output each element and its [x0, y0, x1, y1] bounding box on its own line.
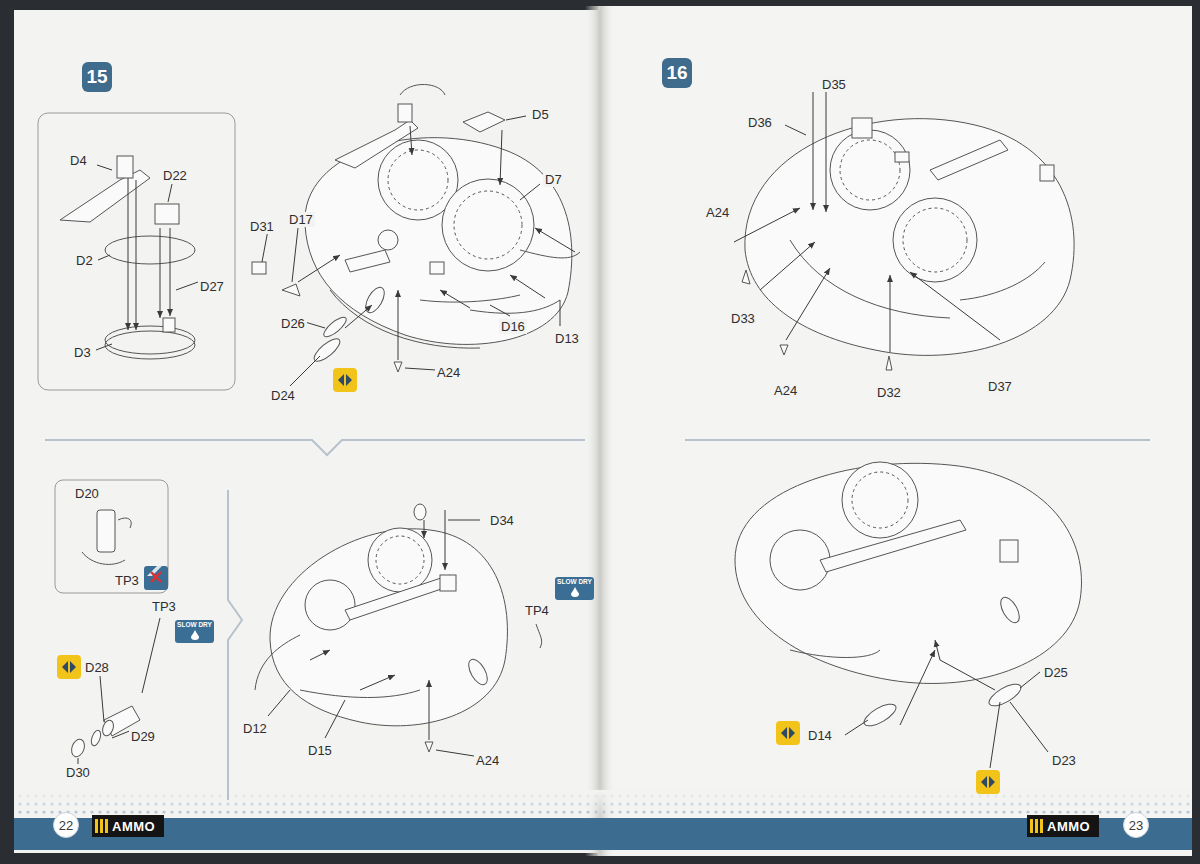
logo-stripes	[1029, 815, 1047, 837]
part-number: D26	[279, 316, 307, 331]
part-number: TP3	[113, 573, 141, 588]
node-text: 16	[666, 62, 687, 84]
node-text: SLOW DRY	[557, 579, 592, 586]
page-number: 22	[53, 812, 79, 838]
part-number: TP4	[523, 603, 551, 618]
glue-icon: SLOW DRY	[555, 577, 594, 600]
part-number: D31	[248, 219, 276, 234]
part-number: D33	[729, 311, 757, 326]
part-number: D2	[74, 253, 95, 268]
part-number: D29	[129, 729, 157, 744]
node-text: 15	[86, 66, 107, 88]
node-text: AMMO	[1047, 819, 1090, 834]
step-number: 16	[662, 58, 692, 88]
step-number: 15	[82, 62, 112, 92]
part-number: D14	[806, 728, 834, 743]
node-text: 22	[59, 818, 73, 833]
part-number: D36	[746, 115, 774, 130]
part-number: D20	[73, 486, 101, 501]
node-text: 23	[1129, 818, 1143, 833]
part-number: A24	[704, 205, 731, 220]
logo-stripes	[94, 815, 112, 837]
glue-icon: SLOW DRY	[175, 620, 214, 643]
node-text: AMMO	[112, 819, 155, 834]
part-number: D13	[553, 331, 581, 346]
part-number: D37	[986, 379, 1014, 394]
part-number: A24	[435, 365, 462, 380]
drop-icon	[570, 587, 580, 597]
part-number: D5	[530, 107, 551, 122]
part-number: D28	[83, 660, 111, 675]
part-number: D27	[198, 279, 226, 294]
part-number: A24	[772, 383, 799, 398]
node-text: SLOW DRY	[177, 622, 212, 629]
part-number: D4	[68, 153, 89, 168]
part-number: D25	[1042, 665, 1070, 680]
part-number: D30	[64, 765, 92, 780]
part-number: D12	[241, 721, 269, 736]
part-number: D17	[287, 212, 315, 227]
part-number: D22	[161, 168, 189, 183]
brand-logo: AMMO	[92, 815, 164, 837]
part-number: D15	[306, 743, 334, 758]
page-number: 23	[1123, 812, 1149, 838]
part-number: D3	[72, 345, 93, 360]
brand-logo: AMMO	[1027, 815, 1099, 837]
drop-icon	[190, 630, 200, 640]
part-number: D35	[820, 77, 848, 92]
part-number: D24	[269, 388, 297, 403]
part-number: D32	[875, 385, 903, 400]
part-number: D7	[543, 172, 564, 187]
part-number: D16	[499, 319, 527, 334]
part-number: D23	[1050, 753, 1078, 768]
part-number: D34	[488, 513, 516, 528]
part-number: TP3	[150, 599, 178, 614]
part-number: A24	[474, 753, 501, 768]
